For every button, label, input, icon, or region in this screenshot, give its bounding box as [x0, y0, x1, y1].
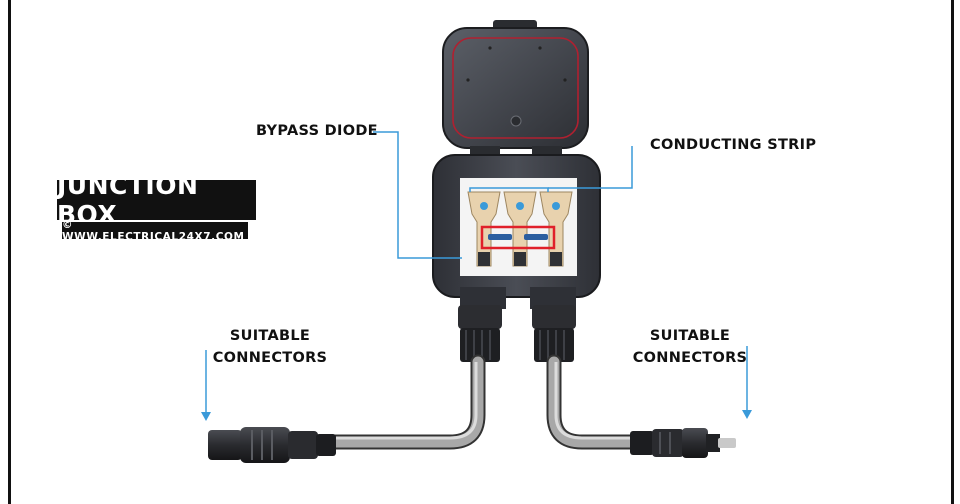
label-suitable-connectors-left: SUITABLE CONNECTORS	[210, 325, 330, 369]
cable-left	[324, 356, 484, 448]
mc4-connector-left	[208, 427, 336, 463]
credit-label: © WWW.ELECTRICAL24X7.COM	[62, 219, 248, 243]
label-suitable-left-line1: SUITABLE	[229, 328, 311, 344]
label-suitable-right-line1: SUITABLE	[649, 328, 731, 344]
frame-border-left	[8, 0, 11, 504]
label-suitable-connectors-right: SUITABLE CONNECTORS	[630, 325, 750, 369]
label-bypass-diode: BYPASS DIODE	[256, 123, 378, 139]
leader-arrows	[201, 410, 752, 421]
label-suitable-right-line2: CONNECTORS	[632, 350, 748, 366]
terminal-block	[467, 191, 573, 267]
junction-box-lid	[442, 20, 589, 149]
mc4-connector-right	[630, 428, 736, 458]
cable-gland-right	[532, 305, 576, 362]
bypass-diode-highlight	[480, 225, 556, 250]
leader-lines	[205, 131, 748, 412]
diagram-title: JUNCTION BOX	[57, 171, 256, 229]
cable-gland-left	[458, 305, 502, 362]
frame-border-right	[951, 0, 954, 504]
cable-right-outline	[546, 354, 648, 450]
label-conducting-strip: CONDUCTING STRIP	[650, 137, 817, 153]
label-suitable-left-line2: CONNECTORS	[212, 350, 328, 366]
cable-left-outline	[322, 354, 486, 450]
cable-right	[548, 356, 646, 448]
